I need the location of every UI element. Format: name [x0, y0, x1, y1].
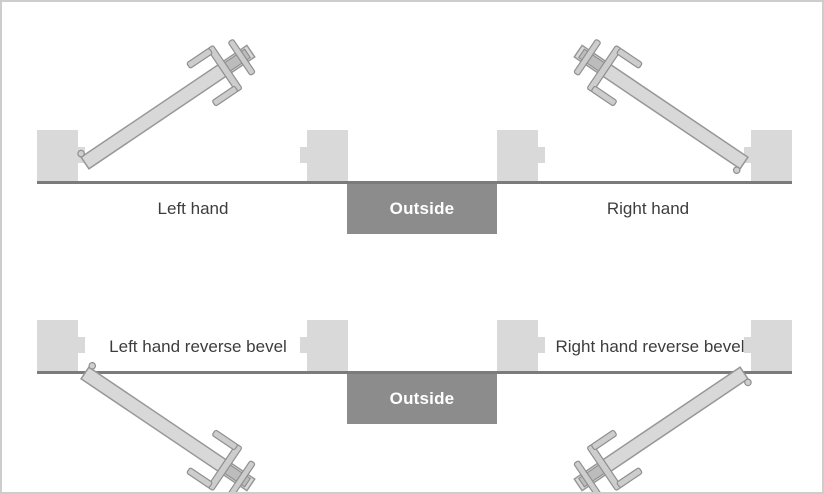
strike-notch	[744, 337, 751, 353]
strike-notch	[300, 337, 307, 353]
strike-notch	[538, 147, 545, 163]
jamb-top-mid-left	[300, 130, 348, 181]
outside-zone-top: Outside	[347, 184, 497, 234]
jamb-top-far-right	[744, 130, 792, 181]
door-bottom-right	[562, 350, 761, 492]
jamb-bottom-far-left	[37, 320, 85, 371]
jamb-bottom-mid-right	[497, 320, 545, 371]
label-left-hand-reverse-bevel: Left hand reverse bevel	[109, 337, 287, 356]
wall-line-top	[37, 181, 792, 184]
jamb-bottom-far-right	[744, 320, 792, 371]
strike-notch	[744, 147, 751, 163]
strike-notch	[538, 337, 545, 353]
outside-label-bottom: Outside	[389, 389, 455, 408]
jamb-top-mid-right	[497, 130, 545, 181]
label-right-hand-reverse-bevel: Right hand reverse bevel	[555, 337, 745, 356]
label-left-hand: Left hand	[157, 199, 229, 218]
door-bottom-left	[68, 350, 267, 492]
strike-notch	[78, 337, 85, 353]
outside-label-top: Outside	[389, 199, 455, 218]
wall-line-bottom	[37, 371, 792, 374]
strike-notch	[300, 147, 307, 163]
jamb-bottom-mid-left	[300, 320, 348, 371]
door-top-left	[68, 28, 267, 186]
label-right-hand: Right hand	[606, 199, 690, 218]
outside-zone-bottom: Outside	[347, 374, 497, 424]
door-top-right	[562, 28, 761, 186]
